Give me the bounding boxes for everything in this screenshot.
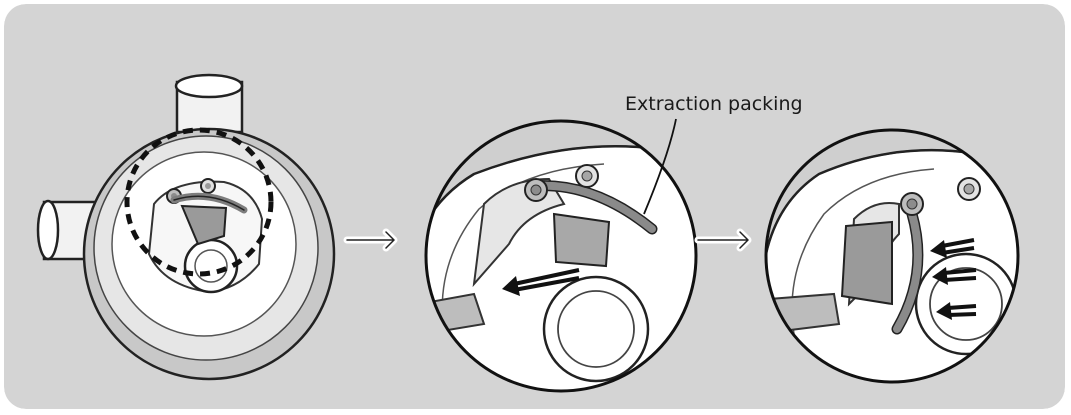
screw-right-head: [205, 183, 211, 189]
extraction-packing-callout: Extraction packing: [625, 93, 803, 215]
diagram-canvas: Extraction packing: [4, 4, 1065, 409]
zoom-3-motion-arrow-middle: [932, 267, 977, 285]
zoom-3-packing-body: [840, 220, 893, 306]
step-1-unit-illustration: [36, 73, 336, 381]
zoom-2-packing-strip: [530, 181, 656, 233]
zoom-circle-3-border: [764, 128, 1020, 384]
step-arrow-1: [343, 228, 398, 252]
zoom-2-pocket-wall: [472, 177, 566, 288]
zoom-indicator-circle: [124, 127, 274, 277]
zoom-3-packing-strip: [893, 210, 922, 333]
packing-strip-outline: [173, 195, 245, 211]
zoom-circle-2-border: [424, 119, 698, 393]
zoom-2-motion-arrow: [502, 268, 580, 296]
step-arrow-2: [694, 228, 752, 252]
side-spout-rim: [36, 199, 60, 261]
center-hole-inner: [194, 249, 228, 283]
callout-label: Extraction packing: [625, 93, 803, 115]
zoom-3-motion-arrow-bottom: [936, 302, 977, 320]
instruction-panel: Extraction packing: [4, 4, 1065, 409]
zoom-2-ring-inner: [557, 290, 635, 368]
step-3-zoom-illustration: [764, 128, 1020, 384]
top-spout-rim: [174, 73, 244, 99]
callout-leader-line: [643, 118, 677, 215]
packing-body: [180, 204, 228, 246]
zoom-2-packing-body: [552, 212, 611, 268]
zoom-3-motion-arrow-top: [930, 238, 975, 258]
zoom-3-ring-inner: [929, 267, 1003, 341]
